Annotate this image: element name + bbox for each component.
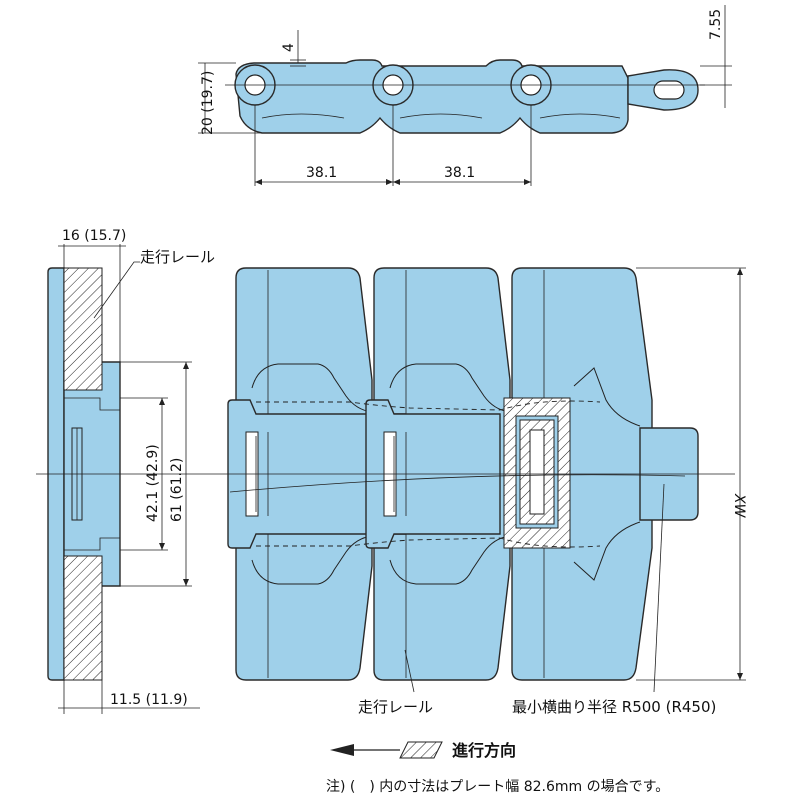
- rail-bottom: [63, 555, 103, 681]
- dim-inner: 42.1 (42.9): [145, 444, 161, 522]
- front-section-view: 16 (15.7) 走行レール 42.1 (42.9) 61 (61.2) 11…: [36, 228, 215, 714]
- arrow-left-icon: [330, 744, 354, 756]
- dim-thickness: 4: [281, 43, 297, 52]
- label-xw: XW: [731, 493, 747, 519]
- dim-outer: 61 (61.2): [169, 458, 185, 522]
- label-rail-top: 走行レール: [140, 248, 215, 266]
- dim-rail-width: 16 (15.7): [62, 228, 126, 244]
- rail-top: [63, 267, 103, 391]
- footnote: 注) ( ) 内の寸法はプレート幅 82.6mm の場合です。: [326, 779, 669, 795]
- dim-pitch-1: 38.1: [306, 165, 337, 181]
- front-plan-view: XW 走行レール 最小横曲り半径 R500 (R450): [215, 267, 747, 716]
- dim-bottom: 11.5 (11.9): [110, 692, 188, 708]
- direction-label: 進行方向: [452, 741, 516, 760]
- label-radius: 最小横曲り半径 R500 (R450): [512, 698, 716, 716]
- dim-top: 7.55: [708, 9, 724, 40]
- side-view: 4 20 (19.7) 7.55 38.1 38.1: [198, 5, 732, 186]
- side-chain-body: [235, 59, 629, 134]
- direction-indicator: 進行方向: [330, 741, 516, 760]
- dim-height: 20 (19.7): [200, 71, 216, 135]
- label-rail-bottom: 走行レール: [358, 698, 433, 716]
- dim-pitch-2: 38.1: [444, 165, 475, 181]
